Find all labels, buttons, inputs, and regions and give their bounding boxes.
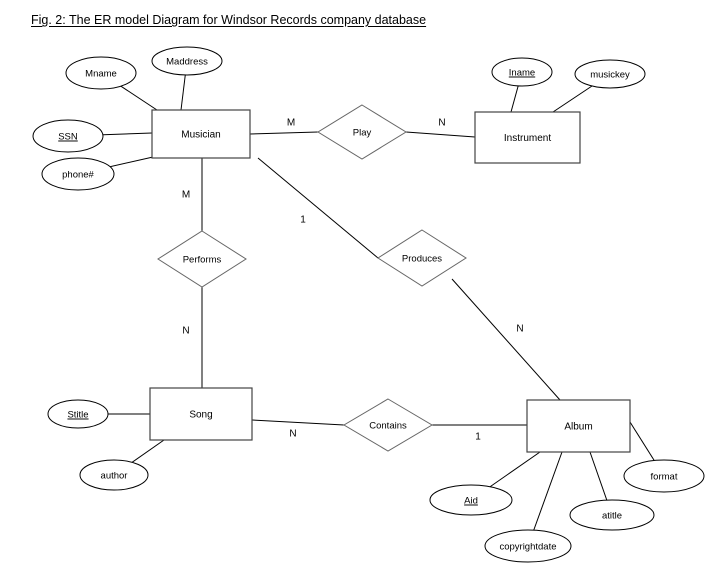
- cardinality-performs-left: M: [182, 190, 190, 201]
- entity-instrument-box: [474, 111, 581, 164]
- cardinality-play-left: M: [287, 118, 295, 129]
- connector-song-contains: [251, 419, 345, 426]
- connector-musician-produces: [257, 157, 379, 259]
- attribute-musickey-ellipse: [574, 59, 646, 89]
- connector-layer: [201, 131, 561, 426]
- relationship-produces-diamond: [377, 229, 467, 287]
- attribute-copyrightdate-label: copyrightdate: [499, 542, 556, 553]
- attribute-phone-ellipse: [41, 157, 115, 191]
- connector-produces-album: [451, 278, 561, 401]
- relationship-performs[interactable]: Performs: [157, 230, 247, 288]
- relationship-performs-label: Performs: [183, 255, 222, 266]
- attribute-phone-label: phone#: [62, 170, 94, 181]
- cardinality-contains-left: N: [289, 429, 296, 440]
- relationship-performs-diamond: [157, 230, 247, 288]
- cardinality-produces-right: N: [516, 324, 523, 335]
- cardinality-contains-right: 1: [475, 432, 481, 443]
- relationship-play-label: Play: [353, 128, 372, 139]
- entity-musician-label: Musician: [181, 130, 220, 141]
- entity-song[interactable]: Song: [149, 387, 253, 441]
- entity-musician[interactable]: Musician: [151, 109, 251, 159]
- cardinality-performs-right: N: [182, 326, 189, 337]
- entity-album-label: Album: [564, 422, 592, 433]
- attribute-author-ellipse: [79, 459, 149, 491]
- entity-instrument-label: Instrument: [504, 133, 551, 144]
- attribute-ssn-ellipse: [32, 119, 104, 153]
- relationship-contains[interactable]: Contains: [343, 398, 433, 452]
- entity-instrument[interactable]: Instrument: [474, 111, 581, 164]
- connector-musician-play: [249, 131, 319, 135]
- relationship-contains-label: Contains: [369, 421, 407, 432]
- attribute-mname-label: Mname: [85, 69, 117, 80]
- attribute-atitle[interactable]: atitle: [569, 499, 655, 531]
- attribute-atitle-label: atitle: [602, 511, 622, 522]
- entity-album-box: [526, 399, 631, 453]
- attribute-copyrightdate-ellipse: [484, 529, 572, 563]
- connector-play-instrument: [405, 131, 476, 138]
- relationship-produces-label: Produces: [402, 254, 442, 265]
- attribute-author-label: author: [101, 471, 128, 482]
- relationship-play[interactable]: Play: [317, 104, 407, 160]
- attribute-maddress[interactable]: Maddress: [151, 46, 223, 76]
- attribute-stitle-ellipse: [47, 399, 109, 429]
- attribute-maddress-ellipse: [151, 46, 223, 76]
- attribute-author[interactable]: author: [79, 459, 149, 491]
- attribute-iname-ellipse: [491, 57, 553, 87]
- relationship-play-diamond: [317, 104, 407, 160]
- cardinality-play-right: N: [438, 118, 445, 129]
- entity-album[interactable]: Album: [526, 399, 631, 453]
- attribute-aid-ellipse: [429, 484, 513, 516]
- attribute-mname-ellipse: [65, 56, 137, 90]
- attribute-format-ellipse: [623, 459, 705, 493]
- cardinality-produces-left: 1: [300, 215, 306, 226]
- attribute-mname[interactable]: Mname: [65, 56, 137, 90]
- attribute-atitle-ellipse: [569, 499, 655, 531]
- figure-caption: Fig. 2: The ER model Diagram for Windsor…: [31, 13, 427, 27]
- attribute-format-label: format: [651, 472, 678, 483]
- attribute-iname[interactable]: Iname: [491, 57, 553, 87]
- relationship-produces[interactable]: Produces: [377, 229, 467, 287]
- entity-song-box: [149, 387, 253, 441]
- attribute-ssn[interactable]: SSN: [32, 119, 104, 153]
- attribute-aid-label: Aid: [464, 496, 478, 507]
- entity-song-label: Song: [189, 410, 212, 421]
- attribute-aid[interactable]: Aid: [429, 484, 513, 516]
- attribute-iname-label: Iname: [509, 68, 535, 79]
- attribute-stitle-label: Stitle: [67, 410, 88, 421]
- attribute-maddress-label: Maddress: [166, 57, 208, 68]
- attribute-musickey-label: musickey: [590, 70, 630, 81]
- entity-musician-box: [151, 109, 251, 159]
- attribute-stitle[interactable]: Stitle: [47, 399, 109, 429]
- attribute-copyrightdate[interactable]: copyrightdate: [484, 529, 572, 563]
- attribute-phone[interactable]: phone#: [41, 157, 115, 191]
- attribute-musickey[interactable]: musickey: [574, 59, 646, 89]
- attribute-ssn-label: SSN: [58, 132, 78, 143]
- attribute-format[interactable]: format: [623, 459, 705, 493]
- relationship-contains-diamond: [343, 398, 433, 452]
